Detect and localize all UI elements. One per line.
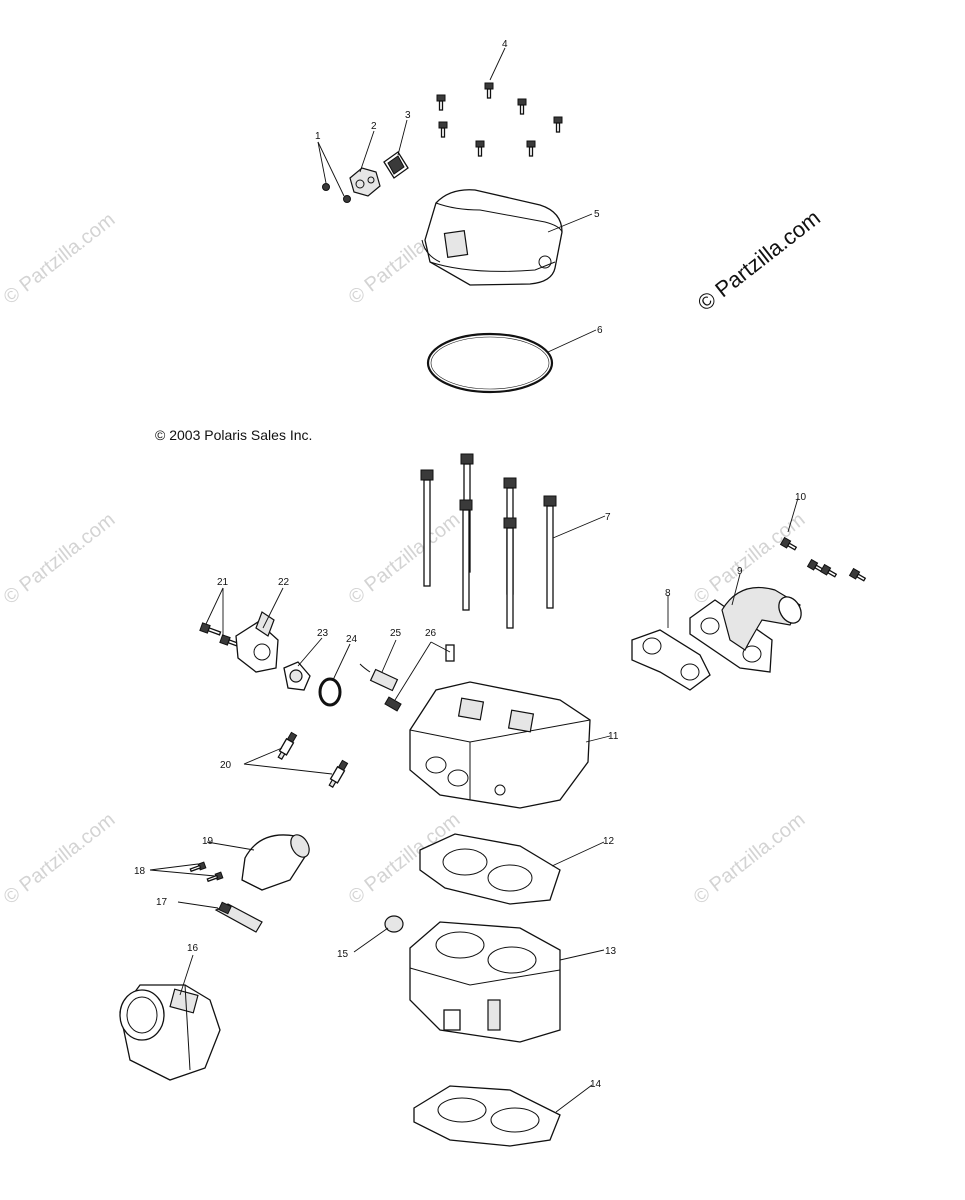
callout-numbers: 1 2 3 4 5 6 7 8 9 10 11 12 13 14 15 16 1… — [134, 39, 807, 1090]
callout-8: 8 — [665, 588, 671, 599]
callout-13: 13 — [605, 946, 617, 957]
part-5-valve-cover — [421, 189, 563, 286]
watermarks: © Partzilla.com © Partzilla.com © Partzi… — [0, 205, 825, 909]
callout-24: 24 — [346, 634, 358, 645]
part-15-plug — [384, 915, 404, 933]
callout-18: 18 — [134, 866, 146, 877]
part-7-head-bolts — [420, 453, 557, 629]
part-19-intake-boot — [241, 834, 310, 891]
part-3-gasket — [383, 151, 409, 179]
callout-3: 3 — [405, 110, 411, 121]
part-1-screws — [322, 183, 351, 203]
part-14-base-gasket — [413, 1085, 561, 1147]
callout-2: 2 — [371, 121, 377, 132]
part-16-throttle-body — [119, 984, 221, 1081]
callout-1: 1 — [315, 131, 321, 142]
callout-5: 5 — [594, 209, 600, 220]
callout-21: 21 — [217, 577, 229, 588]
part-4-bolts — [436, 82, 563, 157]
callout-4: 4 — [502, 39, 508, 50]
part-13-cylinder — [409, 921, 561, 1043]
part-10-bolts — [779, 536, 867, 582]
callout-15: 15 — [337, 949, 349, 960]
callout-20: 20 — [220, 760, 232, 771]
callout-6: 6 — [597, 325, 603, 336]
part-2-thermostat-housing — [349, 167, 381, 197]
part-12-head-gasket — [419, 833, 561, 905]
watermark-right-low: © Partzilla.com — [690, 809, 810, 909]
callout-17: 17 — [156, 897, 168, 908]
part-26-fittings — [384, 644, 455, 712]
part-22-water-outlet — [235, 611, 279, 673]
callout-19: 19 — [202, 836, 214, 847]
part-25-sensor — [359, 663, 399, 692]
part-20-spark-plugs — [277, 731, 349, 788]
copyright-text: © 2003 Polaris Sales Inc. — [155, 427, 312, 443]
callout-11: 11 — [608, 731, 619, 742]
part-21-screws — [199, 622, 242, 648]
part-18-screws — [189, 861, 224, 883]
callout-10: 10 — [795, 492, 807, 503]
leader-lines — [149, 47, 799, 1113]
callout-16: 16 — [187, 943, 199, 954]
callout-26: 26 — [425, 628, 437, 639]
part-23-thermostat — [283, 661, 311, 691]
part-24-seal — [318, 677, 342, 707]
watermark-center-mid: © Partzilla.com — [345, 509, 465, 609]
callout-25: 25 — [390, 628, 402, 639]
watermark-left-low: © Partzilla.com — [0, 809, 119, 909]
callout-22: 22 — [278, 577, 290, 588]
callout-23: 23 — [317, 628, 329, 639]
part-9-exhaust-manifold — [689, 586, 802, 673]
callout-7: 7 — [605, 512, 611, 523]
callout-14: 14 — [590, 1079, 602, 1090]
watermark-main: © Partzilla.com — [693, 205, 825, 316]
part-8-exhaust-gasket — [631, 629, 711, 691]
watermark-left-mid: © Partzilla.com — [0, 509, 119, 609]
part-6-o-ring — [426, 332, 554, 394]
part-17-sensor — [214, 901, 263, 933]
part-11-cylinder-head — [409, 681, 591, 809]
callout-12: 12 — [603, 836, 615, 847]
watermark-left-top: © Partzilla.com — [0, 209, 119, 309]
callout-9: 9 — [737, 566, 743, 577]
